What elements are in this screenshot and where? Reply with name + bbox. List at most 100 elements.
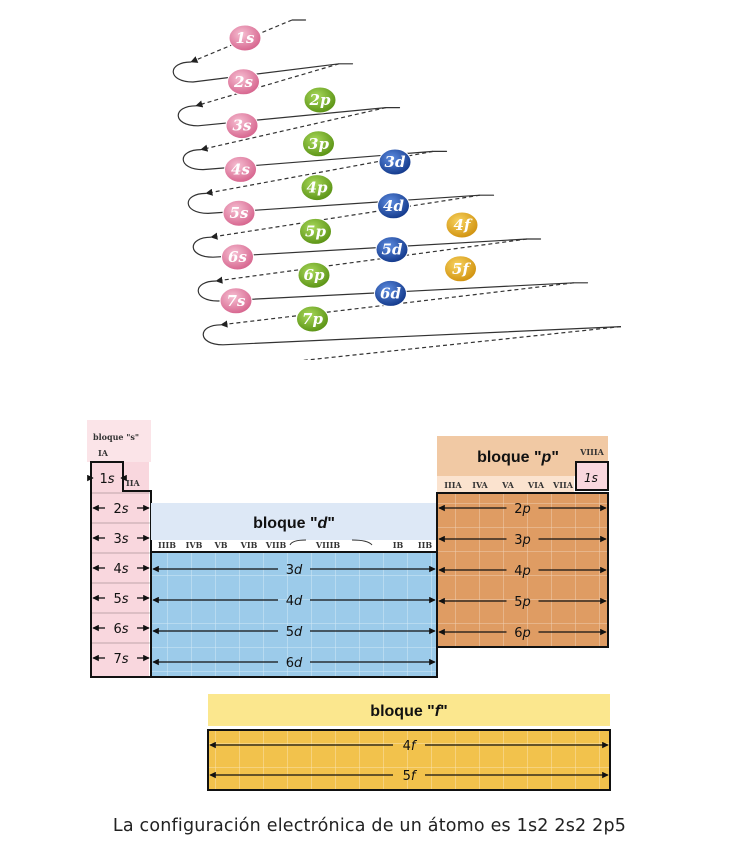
orbital-label: 5f <box>452 260 471 278</box>
group-iia-label: IIA <box>126 478 140 488</box>
orbital-4p: 4p <box>300 174 334 202</box>
orbital-3p: 3p <box>302 130 335 158</box>
orbital-7p: 7p <box>296 305 329 333</box>
group-viiia-label: VIIIA <box>579 447 604 457</box>
group-ib-label: IB <box>393 540 404 550</box>
orbital-3d: 3d <box>378 148 412 176</box>
group-vib-label: VIB <box>240 540 258 550</box>
f-row-4f-label: 4f <box>403 739 418 754</box>
f-row-5f: 5f <box>209 769 609 784</box>
orbital-label: 3s <box>233 117 252 135</box>
orbital-4s: 4s <box>224 155 257 183</box>
orbital-label: 4s <box>231 160 250 178</box>
orbital-label: 3d <box>385 153 406 171</box>
d-row-4d: 4d <box>152 594 436 609</box>
orbital-label: 6d <box>380 284 401 302</box>
orbital-5s: 5s <box>222 199 256 227</box>
s-row-7s-label: 7s <box>113 652 128 667</box>
f-block-title: bloque "f" <box>370 703 447 720</box>
f-block-header <box>208 694 610 726</box>
helium-label: 1s <box>584 471 598 485</box>
orbital-2p: 2p <box>303 86 337 114</box>
group-iiib-label: IIIB <box>158 540 176 550</box>
s-block-title: bloque "s" <box>93 432 139 442</box>
aufbau-path <box>172 19 622 360</box>
d-row-6d: 6d <box>152 656 436 671</box>
p-row-6p-label: 6p <box>514 626 531 641</box>
group-via-label: VIA <box>527 480 545 490</box>
orbital-5p: 5p <box>299 217 332 245</box>
d-row-5d: 5d <box>152 625 436 640</box>
aufbau-orbitals: 1s 2s 2p 3s 3p 3d 4s 4p 4d 4f 5s 5p 5d 5f 6s 6p 6d 7s 7p <box>219 24 479 333</box>
group-ia-label: IA <box>98 448 109 458</box>
orbital-label: 5s <box>230 204 249 222</box>
s-row-6s-label: 6s <box>113 622 128 637</box>
s-row-2s: 2s <box>92 502 150 517</box>
s-row-3s-label: 3s <box>113 532 128 547</box>
s-row-7s: 7s <box>92 652 150 667</box>
orbital-label: 5d <box>382 241 403 259</box>
group-vb-label: VB <box>214 540 228 550</box>
p-row-4p: 4p <box>438 564 607 579</box>
p-row-4p-label: 4p <box>514 564 531 579</box>
d-block: bloque "d" IIIB IVB VB VIB VIIB VIIIB IB IIB 3d… <box>150 503 438 678</box>
p-row-3p: 3p <box>438 533 607 548</box>
orbital-label: 7s <box>227 292 246 310</box>
f-block: bloque "f" 4f 5f <box>207 694 611 791</box>
orbital-6p: 6p <box>297 261 331 289</box>
group-iiia-label: IIIA <box>444 480 462 490</box>
d-row-6d-label: 6d <box>286 656 303 671</box>
s-row-4s: 4s <box>92 562 150 577</box>
orbital-label: 5p <box>305 222 326 240</box>
p-block-title: bloque "p" <box>477 449 559 466</box>
d-row-5d-label: 5d <box>286 625 303 640</box>
p-block-header <box>437 436 608 476</box>
orbital-label: 4f <box>454 216 473 234</box>
s-row-4s-label: 4s <box>113 562 128 577</box>
orbital-3s: 3s <box>225 112 259 140</box>
d-row-3d: 3d <box>152 563 436 578</box>
d-block-title: bloque "d" <box>253 515 335 532</box>
orbital-label: 2p <box>309 91 331 109</box>
orbital-label: 6p <box>304 266 325 284</box>
orbital-label: 6s <box>228 248 247 266</box>
orbital-label: 4p <box>307 179 328 197</box>
group-iva-label: IVA <box>472 480 488 490</box>
f-row-5f-label: 5f <box>403 769 418 784</box>
orbital-4f: 4f <box>445 211 479 239</box>
p-row-2p-label: 2p <box>514 502 531 517</box>
s-row-2s-label: 2s <box>113 502 128 517</box>
group-viib-label: VIIB <box>265 540 287 550</box>
group-viia-label: VIIA <box>552 480 574 490</box>
orbital-5d: 5d <box>375 236 409 264</box>
orbital-4d: 4d <box>377 192 410 220</box>
p-block: bloque "p" VIIIA IIIA IVA VA VIA VIIA 1s 2p 3… <box>436 436 609 648</box>
d-block-header <box>151 503 437 540</box>
p-row-5p-label: 5p <box>514 595 531 610</box>
orbital-1s: 1s <box>228 24 262 52</box>
group-iib-label: IIB <box>418 540 432 550</box>
p-row-2p: 2p <box>438 502 607 517</box>
s-block-header <box>87 420 151 462</box>
orbital-label: 4d <box>383 197 404 215</box>
p-row-5p: 5p <box>438 595 607 610</box>
s-row-1s: 1s <box>87 472 127 487</box>
s-row-3s: 3s <box>92 532 150 547</box>
orbital-2s: 2s <box>227 68 260 96</box>
orbital-label: 3p <box>308 135 329 153</box>
d-row-4d-label: 4d <box>286 594 303 609</box>
p-row-3p-label: 3p <box>514 533 531 548</box>
caption: La configuración electrónica de un átomo… <box>112 816 627 836</box>
s-row-6s: 6s <box>92 622 150 637</box>
group-viiib-label: VIIIB <box>315 540 340 550</box>
f-row-4f: 4f <box>209 739 609 754</box>
orbital-5f: 5f <box>444 255 477 283</box>
orbital-6s: 6s <box>221 243 254 271</box>
orbital-label: 1s <box>236 29 255 47</box>
group-va-label: VA <box>501 480 515 490</box>
d-row-3d-label: 3d <box>286 563 303 578</box>
orbital-6d: 6d <box>374 279 407 307</box>
group-ivb-label: IVB <box>186 540 203 550</box>
aufbau-diagram: 1s 2s 2p 3s 3p 3d 4s 4p 4d 4f 5s 5p 5d 5f 6s 6p 6d 7s 7p <box>172 19 622 360</box>
